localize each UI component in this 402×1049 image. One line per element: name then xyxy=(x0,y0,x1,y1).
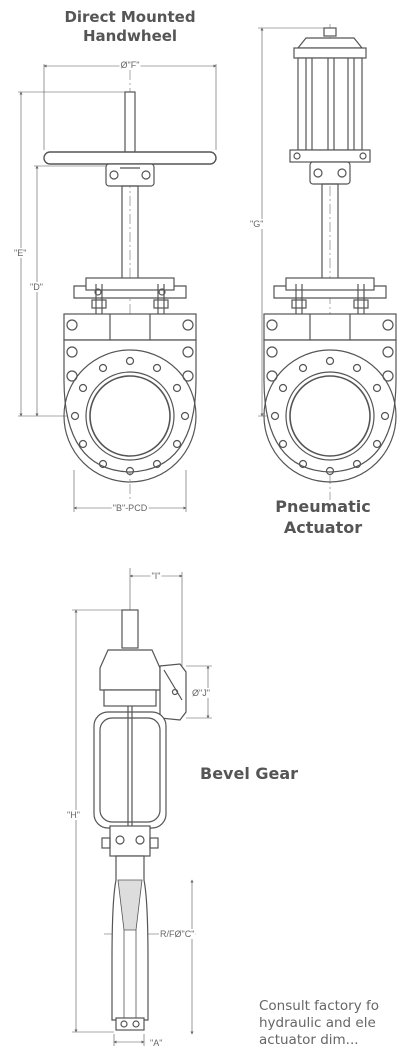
dim-label-A: "A" xyxy=(150,1038,162,1048)
dim-label-B: "B"-PCD xyxy=(113,503,148,513)
dim-label-E: "E" xyxy=(14,248,26,258)
handwheel-title: Direct Mounted Handwheel xyxy=(64,8,196,45)
consult-factory-note: Consult factory fo hydraulic and ele act… xyxy=(259,998,402,1049)
note-line-1: Consult factory fo xyxy=(259,998,380,1014)
note-line-3: actuator dim... xyxy=(259,1032,359,1048)
handwheel-valve-drawing xyxy=(18,64,217,512)
dim-label-I: "I" xyxy=(152,571,161,581)
note-line-2: hydraulic and ele xyxy=(259,1015,376,1031)
dim-label-J: Ø"J" xyxy=(192,688,210,698)
pneumatic-title: Pneumatic Actuator xyxy=(275,497,371,537)
bevel-gear-valve-drawing xyxy=(72,568,212,1046)
pneumatic-valve-drawing xyxy=(258,24,397,500)
dim-label-H: "H" xyxy=(67,810,80,820)
dim-label-F: Ø"F" xyxy=(121,60,140,70)
dim-label-D: "D" xyxy=(30,282,43,292)
bevel-title: Bevel Gear xyxy=(200,764,299,783)
dim-label-C: R/FØ"C" xyxy=(160,929,194,939)
dim-label-G: "G" xyxy=(250,219,263,229)
